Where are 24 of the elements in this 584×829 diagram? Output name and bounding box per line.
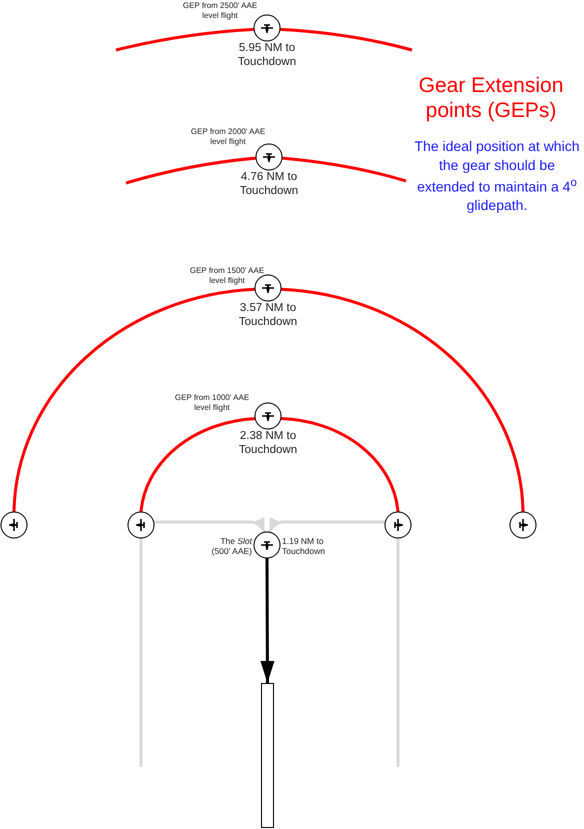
arc-line [282, 156, 406, 182]
arrow [260, 558, 274, 683]
aircraft-caption: GEP from 1000' AAE level flight [174, 393, 250, 412]
description-text: The ideal position at which the gear should be extended to maintain a 4$^{o}$ glidepath. [414, 137, 580, 216]
arc-line [12, 288, 256, 512]
arc-line [140, 417, 256, 512]
arc-line [280, 28, 412, 52]
aircraft-caption: 1.19 NM to Touchdown [282, 536, 326, 556]
arc-line [280, 288, 524, 512]
distance-label: 5.95 NM to Touchdown [236, 42, 298, 70]
arc-line [280, 417, 400, 512]
distance-label: 4.76 NM to Touchdown [238, 171, 300, 199]
runway-strip [261, 683, 274, 828]
arc-line [126, 156, 256, 184]
arrow [268, 517, 400, 767]
aircraft-caption: GEP from 2000' AAE level flight [190, 127, 266, 146]
heading: Gear Extension points (GEPs) [418, 73, 564, 124]
distance-label: 2.38 NM to Touchdown [238, 430, 298, 458]
aircraft-caption: The Slot (500' AAE) [210, 536, 252, 556]
aircraft-caption: GEP from 1500' AAE level flight [188, 266, 266, 286]
arrow [140, 517, 266, 767]
aircraft-caption: GEP from 2500' AAE level flight [182, 1, 258, 20]
arc-line [116, 28, 254, 52]
distance-label: 3.57 NM to Touchdown [238, 302, 298, 330]
